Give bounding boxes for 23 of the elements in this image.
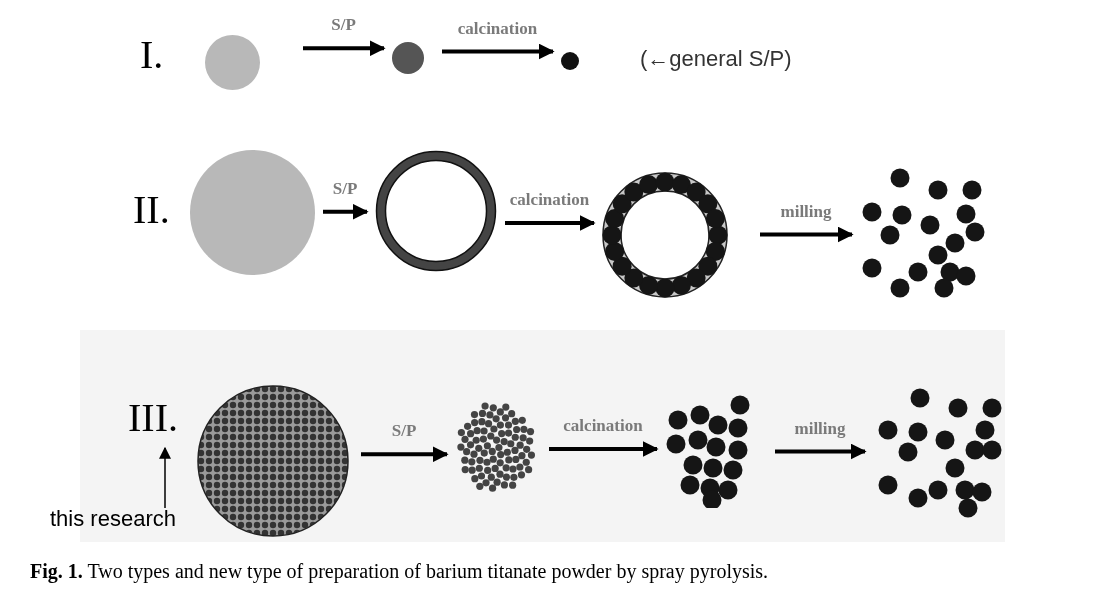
edge-label: calcination (457, 19, 538, 37)
figure-caption: Fig. 1. Two types and new type of preparation of barium titanate powder by spray pyrolysis. (30, 559, 769, 585)
arrow (159, 446, 171, 509)
note-text: (←general S/P) (640, 48, 792, 70)
arrow (760, 226, 854, 243)
edge-label: S/P (332, 179, 358, 197)
edge-label: milling (780, 202, 832, 220)
annotation-text: this research (50, 508, 177, 530)
arrow (505, 215, 596, 231)
arrow (303, 40, 386, 57)
edge-label: S/P (391, 422, 417, 440)
arrow (361, 446, 449, 463)
arrow (442, 43, 555, 60)
row-numeral: I. (140, 35, 164, 75)
edge-label: calcination (509, 191, 590, 208)
edge-label: calcination (563, 417, 643, 434)
arrow (775, 443, 867, 460)
edge-label: S/P (331, 16, 356, 34)
row-numeral: II. (133, 190, 170, 230)
arrow (549, 441, 659, 457)
row-numeral: III. (128, 398, 179, 438)
arrow (323, 203, 369, 220)
edge-label: milling (794, 419, 846, 437)
